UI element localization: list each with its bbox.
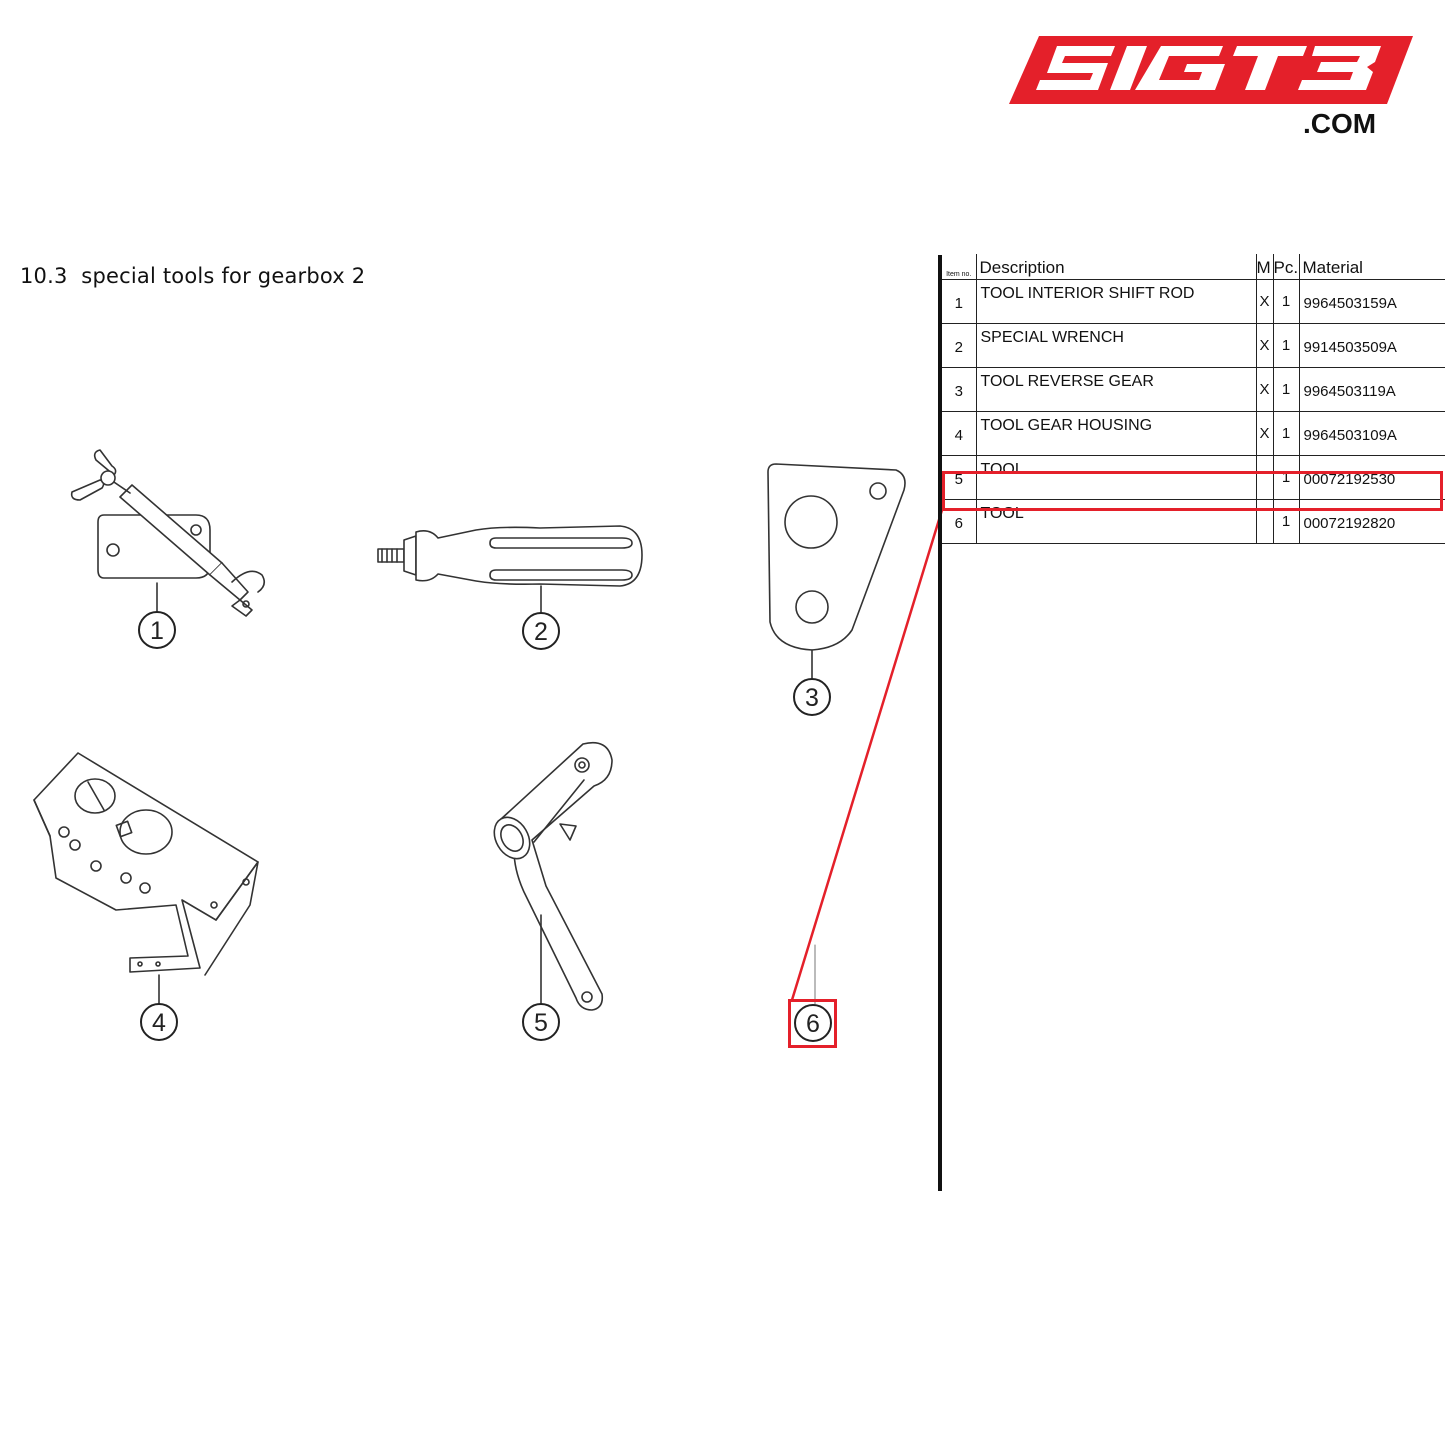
section-title: 10.3 special tools for gearbox 2 bbox=[20, 264, 366, 288]
table-divider bbox=[938, 255, 942, 1191]
table-row[interactable]: 1 TOOL INTERIOR SHIFT ROD X 1 9964503159… bbox=[942, 279, 1445, 324]
row-m bbox=[1255, 455, 1273, 500]
part-5-tool-arm-drawing[interactable] bbox=[487, 741, 613, 1011]
row-description: TOOL REVERSE GEAR bbox=[975, 367, 1256, 412]
row-item-no: 4 bbox=[942, 411, 976, 456]
part-1-shift-rod-tool-drawing[interactable] bbox=[70, 449, 266, 617]
row-description: TOOL bbox=[975, 455, 1256, 500]
table-header-row: Item no. Description M Pc. Material bbox=[942, 254, 1445, 280]
table-row[interactable]: 3 TOOL REVERSE GEAR X 1 9964503119A bbox=[942, 367, 1445, 412]
callout-2-circle bbox=[522, 612, 560, 650]
selected-callout-highlight bbox=[788, 999, 837, 1048]
row-item-no: 2 bbox=[942, 323, 976, 368]
part-3-reverse-gear-tool-drawing[interactable] bbox=[767, 463, 906, 679]
callout-4-circle bbox=[140, 1003, 178, 1041]
row-pc: 1 bbox=[1272, 279, 1299, 324]
row-pc: 1 bbox=[1272, 499, 1299, 544]
row-item-no: 3 bbox=[942, 367, 976, 412]
part-4-gear-housing-tool-drawing[interactable] bbox=[33, 752, 259, 1005]
callout-1-circle bbox=[138, 611, 176, 649]
row-pc: 1 bbox=[1272, 411, 1299, 456]
table-row[interactable]: 2 SPECIAL WRENCH X 1 9914503509A bbox=[942, 323, 1445, 368]
header-description: Description bbox=[975, 254, 1256, 280]
logo-domain-text: .COM bbox=[1303, 108, 1377, 139]
brand-logo[interactable]: .COM bbox=[1005, 32, 1415, 142]
callout-4-label[interactable]: 4 bbox=[152, 1009, 166, 1037]
row-pc: 1 bbox=[1272, 367, 1299, 412]
sigt3-logo-icon bbox=[1009, 36, 1413, 104]
header-item-no: Item no. bbox=[942, 254, 976, 280]
row-item-no: 5 bbox=[942, 455, 976, 500]
table-row[interactable]: 4 TOOL GEAR HOUSING X 1 9964503109A bbox=[942, 411, 1445, 456]
row-material[interactable]: 9964503109A bbox=[1298, 411, 1445, 456]
table-row[interactable]: 5 TOOL 1 00072192530 bbox=[942, 455, 1445, 500]
row-description: TOOL GEAR HOUSING bbox=[975, 411, 1256, 456]
row-material[interactable]: 9914503509A bbox=[1298, 323, 1445, 368]
callout-6-circle bbox=[794, 1004, 832, 1042]
callout-5-circle bbox=[522, 1003, 560, 1041]
header-m: M bbox=[1255, 254, 1273, 280]
row-m: X bbox=[1255, 367, 1273, 412]
row-material[interactable]: 00072192530 bbox=[1298, 455, 1445, 500]
header-material: Material bbox=[1298, 254, 1445, 280]
callout-1-label[interactable]: 1 bbox=[150, 617, 164, 645]
table-row-highlighted[interactable]: 6 TOOL 1 00072192820 bbox=[942, 499, 1445, 544]
row-item-no: 1 bbox=[942, 279, 976, 324]
callout-3-circle bbox=[793, 678, 831, 716]
row-m: X bbox=[1255, 411, 1273, 456]
callout-5-label[interactable]: 5 bbox=[534, 1009, 548, 1037]
header-pc: Pc. bbox=[1272, 254, 1299, 280]
row-m: X bbox=[1255, 279, 1273, 324]
row-pc: 1 bbox=[1272, 323, 1299, 368]
row-material[interactable]: 9964503119A bbox=[1298, 367, 1445, 412]
highlight-connector-line bbox=[790, 508, 944, 1002]
callout-3-label[interactable]: 3 bbox=[805, 684, 819, 712]
row-description: TOOL bbox=[975, 499, 1256, 544]
selected-row-highlight bbox=[942, 471, 1443, 511]
row-item-no: 6 bbox=[942, 499, 976, 544]
row-material[interactable]: 9964503159A bbox=[1298, 279, 1445, 324]
row-description: SPECIAL WRENCH bbox=[975, 323, 1256, 368]
parts-table: Item no. Description M Pc. Material 1 TO… bbox=[942, 254, 1445, 544]
callout-2-label[interactable]: 2 bbox=[534, 618, 548, 646]
row-pc: 1 bbox=[1272, 455, 1299, 500]
row-material[interactable]: 00072192820 bbox=[1298, 499, 1445, 544]
callout-6-label[interactable]: 6 bbox=[806, 1010, 820, 1038]
row-m: X bbox=[1255, 323, 1273, 368]
row-description: TOOL INTERIOR SHIFT ROD bbox=[975, 279, 1256, 324]
part-2-special-wrench-drawing[interactable] bbox=[377, 525, 643, 613]
